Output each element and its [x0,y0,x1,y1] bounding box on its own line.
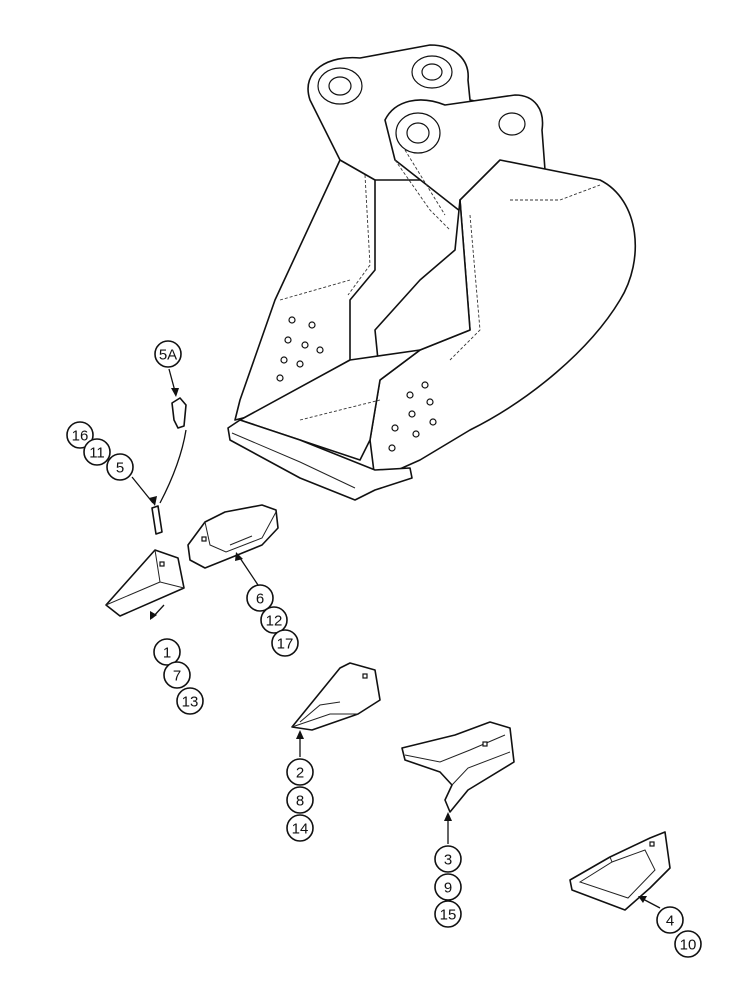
arrow-4 [638,896,647,903]
right-bolt-holes [388,381,437,452]
callout-16-label: 16 [72,428,89,445]
callout-11: 11 [83,438,111,466]
weld-line-6 [299,399,381,421]
front-pin-hole-left [406,122,430,144]
callout-7: 7 [163,661,191,689]
callout-8-label: 8 [296,793,304,810]
weld-line-4 [449,214,481,361]
callout-5: 5 [106,453,134,481]
callout-6-label: 6 [256,591,264,608]
callout-9: 9 [434,873,462,901]
arrow-5 [149,496,157,506]
callout-9-label: 9 [444,880,452,897]
cutting-edge [227,419,413,501]
callout-13: 13 [176,687,204,715]
callout-1: 1 [153,638,181,666]
callout-12-label: 12 [266,613,283,630]
bucket [227,44,637,501]
callout-6: 6 [246,584,274,612]
leader-pin-clip [159,429,187,504]
tooth-pin [151,505,163,535]
weld-line-2 [394,159,451,231]
tooth-flare [569,831,671,911]
callout-14: 14 [286,814,314,842]
rear-pin-hole-right [421,63,443,81]
callout-4-label: 4 [666,913,674,930]
callout-5-label: 5 [116,460,124,477]
callout-5a: 5A [154,340,182,368]
callout-12: 12 [260,606,288,634]
callout-17: 17 [271,629,299,657]
tooth-twin-tiger [401,721,515,813]
callout-14-label: 14 [292,821,309,838]
arrow-5a [171,388,179,397]
weld-line-5 [510,184,601,201]
callout-4: 4 [656,906,684,934]
callout-10: 10 [674,930,702,958]
callout-8: 8 [286,786,314,814]
tooth-pointed [291,662,381,731]
front-pin-hole-right [498,112,526,136]
cutting-edge-line [231,432,356,489]
callout-5a-label: 5A [159,347,177,364]
callout-1-label: 1 [163,645,171,662]
callout-15: 15 [434,900,462,928]
weld-line-7 [279,279,351,301]
arrow-2 [296,730,304,739]
weld-line-3 [404,149,446,216]
arrow-3 [444,812,452,821]
callout-2: 2 [286,758,314,786]
arrow-6 [235,552,243,561]
callout-16: 16 [66,421,94,449]
left-bolt-holes [276,316,324,382]
callout-3-label: 3 [444,852,452,869]
callout-2-label: 2 [296,765,304,782]
bucket-shell [369,159,637,481]
callout-7-label: 7 [173,668,181,685]
callout-13-label: 13 [182,694,199,711]
tooth-wedge [105,549,185,617]
weld-line-1 [347,174,371,296]
tooth-adapter [187,504,279,569]
retainer-clip [171,397,187,429]
rear-pin-hole-left [328,76,352,96]
callout-11-label: 11 [89,445,105,462]
callout-17-label: 17 [277,636,294,653]
callout-3: 3 [434,845,462,873]
callout-10-label: 10 [680,937,697,954]
arrow-1 [150,611,157,620]
leader-6 [237,554,259,586]
right-side-wall [374,199,471,381]
callout-15-label: 15 [440,907,457,924]
